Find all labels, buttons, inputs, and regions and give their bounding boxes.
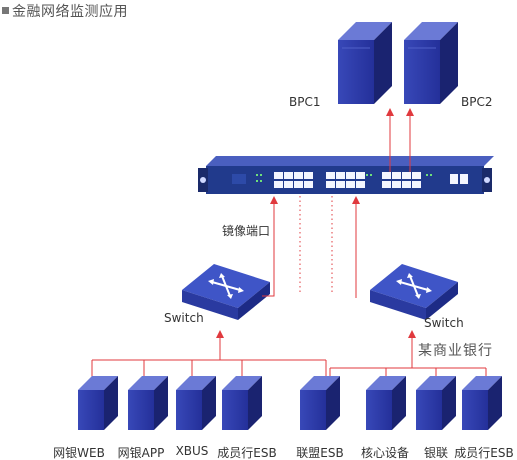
bank-label: 某商业银行 <box>418 343 493 359</box>
server-label-alliance-esb: 联盟ESB <box>296 446 344 460</box>
server-label-member-esb-1: 成员行ESB <box>217 446 277 460</box>
server-label-xbus: XBUS <box>175 444 209 458</box>
title: 金融网络监测应用 <box>2 1 128 21</box>
switch-left <box>182 264 270 320</box>
server-member-esb-2 <box>462 376 502 430</box>
server-xbus <box>176 376 216 430</box>
mirror-links <box>262 196 360 298</box>
server-label-wangyin-web: 网银WEB <box>53 446 105 460</box>
server-member-esb-1 <box>222 376 262 430</box>
bpc1-server <box>338 22 392 104</box>
server-label-wangyin-app: 网银APP <box>117 446 165 460</box>
server-label-core-device: 核心设备 <box>360 446 410 460</box>
bpc2-label: BPC2 <box>461 95 493 109</box>
switch-left-label: Switch <box>164 311 204 325</box>
server-bus-right <box>329 330 487 380</box>
server-core-device <box>366 376 406 430</box>
switch-right <box>370 264 458 320</box>
server-wangyin-web <box>78 376 118 430</box>
bpc-links <box>386 108 414 172</box>
mirror-port-label: 镜像端口 <box>222 224 271 238</box>
server-label-unionpay: 银联 <box>423 446 449 460</box>
title-text: 金融网络监测应用 <box>12 4 128 20</box>
server-label-member-esb-2: 成员行ESB <box>454 446 514 460</box>
server-bus-left <box>91 330 327 380</box>
monitoring-appliance <box>198 156 494 194</box>
bpc2-server <box>404 22 458 104</box>
server-wangyin-app <box>128 376 168 430</box>
server-unionpay <box>416 376 456 430</box>
title-bullet <box>2 7 9 14</box>
bpc1-label: BPC1 <box>289 95 321 109</box>
server-alliance-esb <box>300 376 340 430</box>
switch-right-label: Switch <box>424 316 464 330</box>
